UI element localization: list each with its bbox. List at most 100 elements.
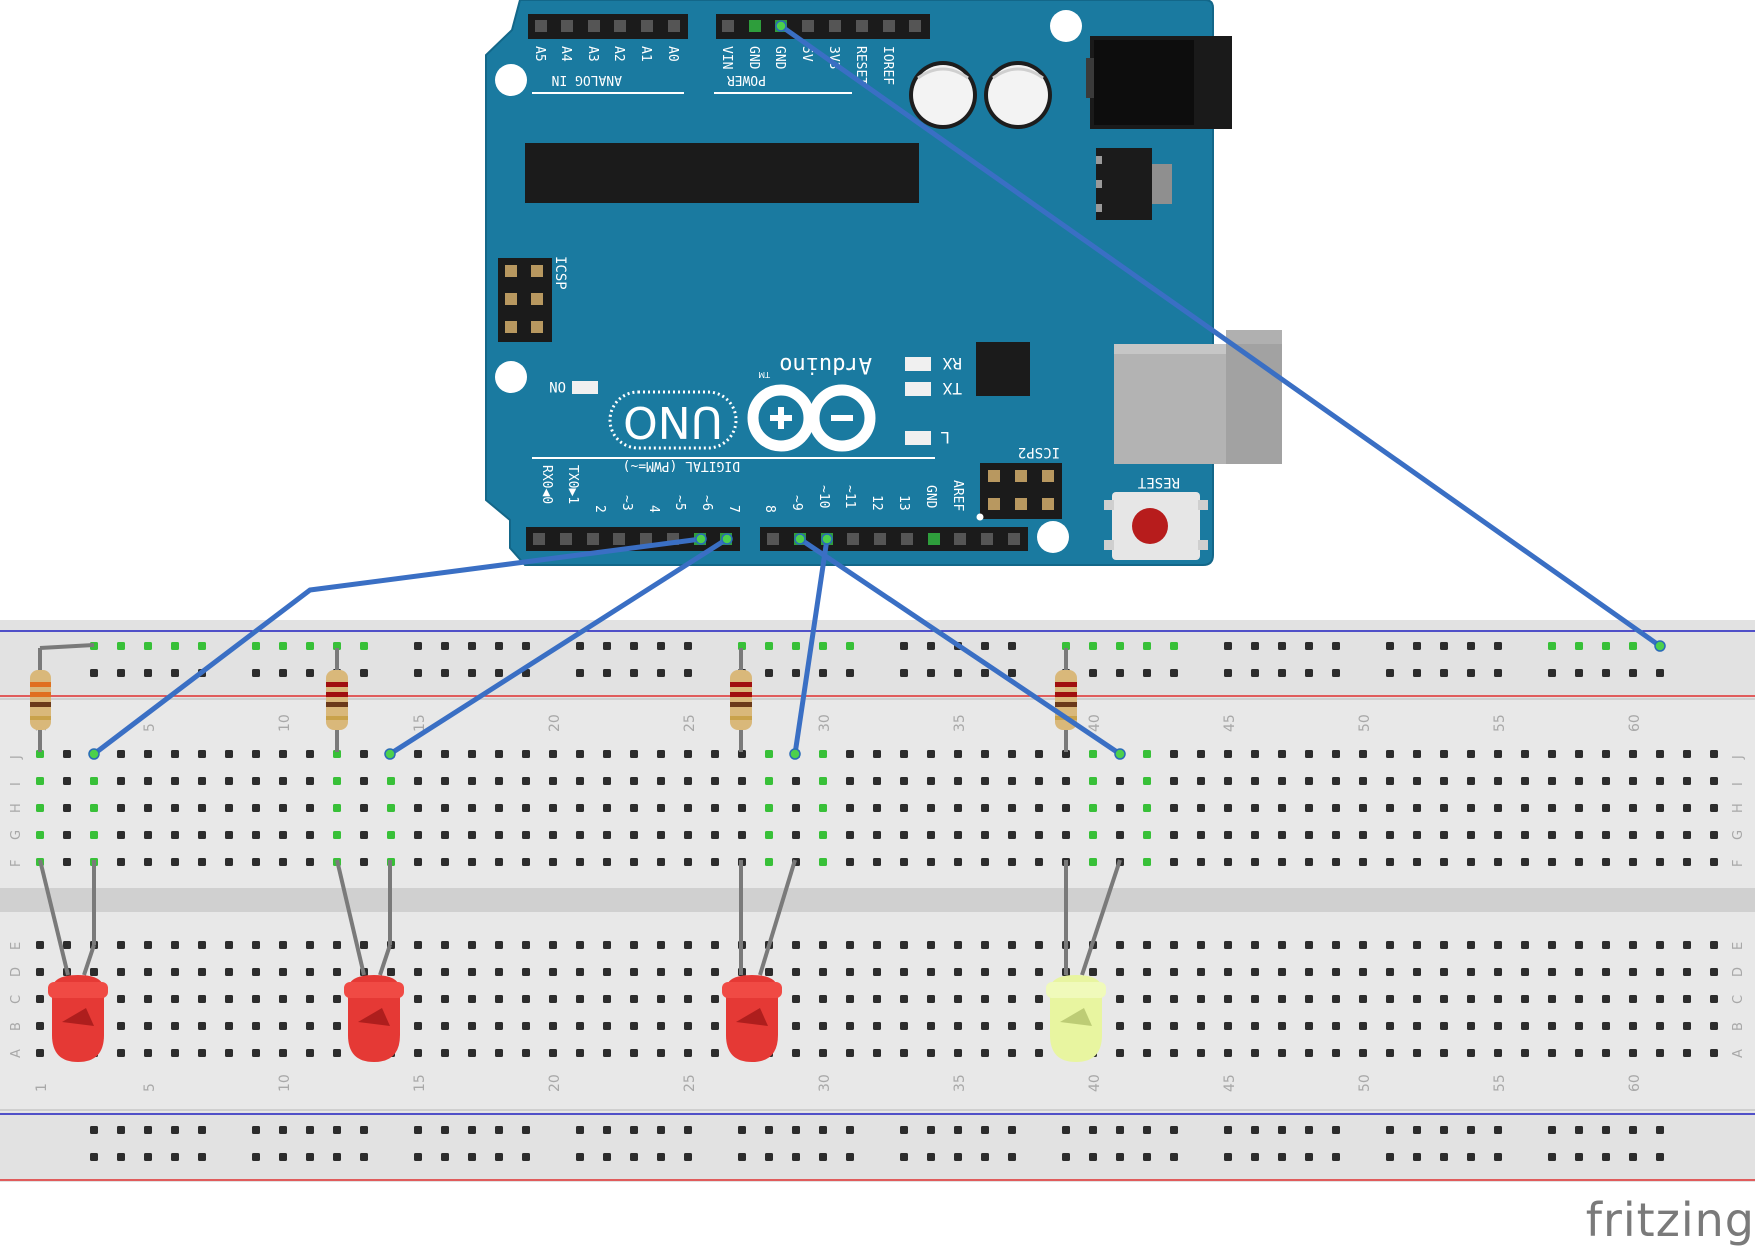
breadboard-hole[interactable] bbox=[1143, 804, 1151, 812]
breadboard-hole[interactable] bbox=[468, 1022, 476, 1030]
breadboard-hole[interactable] bbox=[306, 831, 314, 839]
breadboard-hole[interactable] bbox=[1278, 1126, 1286, 1134]
breadboard-hole[interactable] bbox=[1359, 750, 1367, 758]
breadboard-hole[interactable] bbox=[657, 1126, 665, 1134]
breadboard-hole[interactable] bbox=[819, 804, 827, 812]
breadboard-hole[interactable] bbox=[900, 968, 908, 976]
breadboard-hole[interactable] bbox=[468, 831, 476, 839]
breadboard-hole[interactable] bbox=[225, 777, 233, 785]
breadboard-hole[interactable] bbox=[1494, 1022, 1502, 1030]
breadboard-hole[interactable] bbox=[1440, 750, 1448, 758]
breadboard-hole[interactable] bbox=[1035, 941, 1043, 949]
breadboard-hole[interactable] bbox=[981, 750, 989, 758]
breadboard-hole[interactable] bbox=[360, 858, 368, 866]
breadboard-hole[interactable] bbox=[279, 941, 287, 949]
breadboard-hole[interactable] bbox=[1251, 831, 1259, 839]
breadboard-hole[interactable] bbox=[198, 831, 206, 839]
breadboard-hole[interactable] bbox=[846, 777, 854, 785]
breadboard-hole[interactable] bbox=[1116, 1022, 1124, 1030]
breadboard-hole[interactable] bbox=[954, 750, 962, 758]
breadboard-hole[interactable] bbox=[765, 669, 773, 677]
breadboard-hole[interactable] bbox=[360, 831, 368, 839]
breadboard-hole[interactable] bbox=[252, 750, 260, 758]
breadboard-hole[interactable] bbox=[1224, 968, 1232, 976]
breadboard-hole[interactable] bbox=[549, 995, 557, 1003]
breadboard-hole[interactable] bbox=[819, 1049, 827, 1057]
breadboard-hole[interactable] bbox=[1602, 995, 1610, 1003]
led-yellow[interactable] bbox=[1046, 975, 1106, 1062]
breadboard-hole[interactable] bbox=[1278, 804, 1286, 812]
breadboard-hole[interactable] bbox=[603, 1049, 611, 1057]
breadboard-hole[interactable] bbox=[63, 750, 71, 758]
breadboard-hole[interactable] bbox=[1629, 1049, 1637, 1057]
breadboard-hole[interactable] bbox=[1494, 968, 1502, 976]
breadboard-hole[interactable] bbox=[279, 1153, 287, 1161]
breadboard-hole[interactable] bbox=[792, 831, 800, 839]
breadboard-hole[interactable] bbox=[1521, 941, 1529, 949]
wire[interactable] bbox=[797, 536, 1123, 757]
breadboard-hole[interactable] bbox=[1251, 1049, 1259, 1057]
breadboard-hole[interactable] bbox=[1629, 968, 1637, 976]
breadboard-hole[interactable] bbox=[171, 750, 179, 758]
breadboard-hole[interactable] bbox=[171, 804, 179, 812]
breadboard-hole[interactable] bbox=[198, 968, 206, 976]
breadboard-hole[interactable] bbox=[171, 995, 179, 1003]
breadboard-hole[interactable] bbox=[1116, 642, 1124, 650]
breadboard-hole[interactable] bbox=[1602, 669, 1610, 677]
arduino-uno-board[interactable]: A5 A4 A3 A2 A1 A0 ANALOG IN VIN GND GND … bbox=[485, 0, 1282, 566]
breadboard-hole[interactable] bbox=[1413, 1049, 1421, 1057]
breadboard-hole[interactable] bbox=[1143, 831, 1151, 839]
breadboard-hole[interactable] bbox=[1602, 642, 1610, 650]
breadboard-hole[interactable] bbox=[1710, 995, 1718, 1003]
breadboard-hole[interactable] bbox=[549, 968, 557, 976]
breadboard-hole[interactable] bbox=[1602, 804, 1610, 812]
breadboard-hole[interactable] bbox=[495, 669, 503, 677]
breadboard-hole[interactable] bbox=[171, 831, 179, 839]
breadboard-hole[interactable] bbox=[117, 642, 125, 650]
breadboard-hole[interactable] bbox=[414, 1126, 422, 1134]
breadboard-hole[interactable] bbox=[522, 831, 530, 839]
breadboard-hole[interactable] bbox=[414, 1022, 422, 1030]
breadboard-hole[interactable] bbox=[1683, 1022, 1691, 1030]
breadboard-hole[interactable] bbox=[90, 804, 98, 812]
breadboard-hole[interactable] bbox=[846, 1153, 854, 1161]
breadboard-hole[interactable] bbox=[441, 750, 449, 758]
breadboard-hole[interactable] bbox=[711, 858, 719, 866]
breadboard-hole[interactable] bbox=[171, 1049, 179, 1057]
breadboard-hole[interactable] bbox=[711, 1022, 719, 1030]
breadboard-hole[interactable] bbox=[306, 1126, 314, 1134]
breadboard-hole[interactable] bbox=[144, 995, 152, 1003]
breadboard-hole[interactable] bbox=[1548, 831, 1556, 839]
breadboard-hole[interactable] bbox=[1710, 1049, 1718, 1057]
breadboard-hole[interactable] bbox=[792, 1022, 800, 1030]
breadboard-hole[interactable] bbox=[1170, 858, 1178, 866]
breadboard-hole[interactable] bbox=[468, 642, 476, 650]
breadboard-hole[interactable] bbox=[1440, 1126, 1448, 1134]
breadboard-hole[interactable] bbox=[603, 968, 611, 976]
breadboard-hole[interactable] bbox=[1305, 831, 1313, 839]
wire[interactable] bbox=[778, 23, 1663, 649]
breadboard-hole[interactable] bbox=[1197, 995, 1205, 1003]
breadboard-hole[interactable] bbox=[1467, 941, 1475, 949]
breadboard-hole[interactable] bbox=[522, 941, 530, 949]
breadboard-hole[interactable] bbox=[468, 858, 476, 866]
breadboard-hole[interactable] bbox=[1089, 858, 1097, 866]
breadboard-hole[interactable] bbox=[1575, 669, 1583, 677]
power-header[interactable] bbox=[716, 14, 930, 39]
breadboard-hole[interactable] bbox=[144, 642, 152, 650]
breadboard-hole[interactable] bbox=[522, 642, 530, 650]
breadboard-hole[interactable] bbox=[522, 1153, 530, 1161]
breadboard-hole[interactable] bbox=[1224, 858, 1232, 866]
breadboard-hole[interactable] bbox=[1629, 995, 1637, 1003]
breadboard-hole[interactable] bbox=[495, 777, 503, 785]
breadboard-hole[interactable] bbox=[981, 1022, 989, 1030]
breadboard-hole[interactable] bbox=[1413, 941, 1421, 949]
breadboard-hole[interactable] bbox=[603, 669, 611, 677]
breadboard-hole[interactable] bbox=[252, 1126, 260, 1134]
breadboard-hole[interactable] bbox=[1629, 750, 1637, 758]
breadboard-hole[interactable] bbox=[1602, 941, 1610, 949]
breadboard-hole[interactable] bbox=[1170, 642, 1178, 650]
breadboard-hole[interactable] bbox=[144, 804, 152, 812]
breadboard-hole[interactable] bbox=[981, 858, 989, 866]
breadboard-hole[interactable] bbox=[1359, 831, 1367, 839]
